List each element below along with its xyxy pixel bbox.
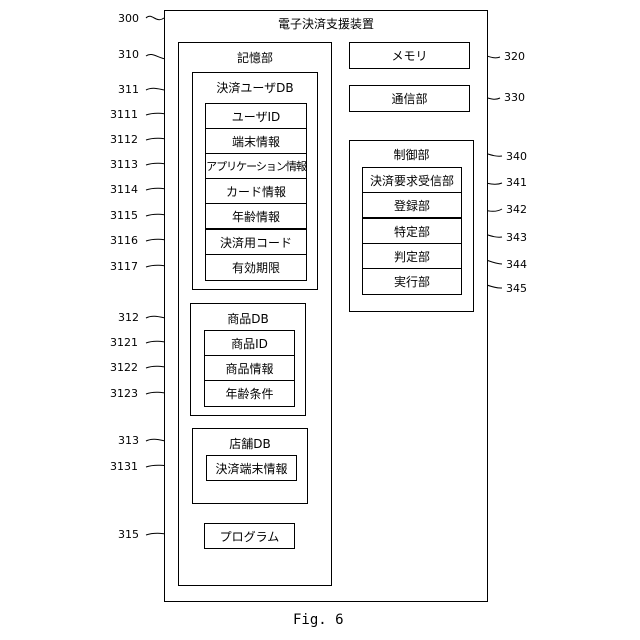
device-title: 電子決済支援装置 [164, 15, 488, 32]
ref-3131: 3131 [110, 460, 138, 473]
payment-request-receiver-cell: 決済要求受信部 [362, 167, 462, 193]
expiry-cell: 有効期限 [205, 254, 307, 281]
ref-315: 315 [118, 528, 139, 541]
ref-3111: 3111 [110, 108, 138, 121]
ref-343: 343 [506, 231, 527, 244]
ref-320: 320 [504, 50, 525, 63]
card-info-cell: カード情報 [205, 178, 307, 204]
determination-unit-cell: 判定部 [362, 243, 462, 269]
identification-unit-cell: 特定部 [362, 218, 462, 244]
terminal-info-cell: 端末情報 [205, 128, 307, 154]
ref-340: 340 [506, 150, 527, 163]
ref-3117: 3117 [110, 260, 138, 273]
ref-3123: 3123 [110, 387, 138, 400]
ref-3113: 3113 [110, 158, 138, 171]
ref-330: 330 [504, 91, 525, 104]
ref-3116: 3116 [110, 234, 138, 247]
ref-300: 300 [118, 12, 139, 25]
ref-344: 344 [506, 258, 527, 271]
age-condition-cell: 年齢条件 [204, 380, 295, 407]
execution-unit-cell: 実行部 [362, 268, 462, 295]
ref-3112: 3112 [110, 133, 138, 146]
product-id-cell: 商品ID [204, 330, 295, 356]
program-cell: プログラム [204, 523, 295, 549]
user-db-title: 決済ユーザDB [192, 79, 318, 96]
control-title: 制御部 [349, 146, 474, 163]
ref-3115: 3115 [110, 209, 138, 222]
leader-300 [146, 16, 164, 19]
ref-311: 311 [118, 83, 139, 96]
ref-312: 312 [118, 311, 139, 324]
storage-title: 記憶部 [178, 49, 332, 66]
product-info-cell: 商品情報 [204, 355, 295, 381]
age-info-cell: 年齢情報 [205, 203, 307, 229]
ref-3121: 3121 [110, 336, 138, 349]
registration-unit-cell: 登録部 [362, 192, 462, 218]
ref-3114: 3114 [110, 183, 138, 196]
ref-313: 313 [118, 434, 139, 447]
payment-code-cell: 決済用コード [205, 229, 307, 255]
payment-terminal-info-cell: 決済端末情報 [206, 455, 297, 481]
ref-310: 310 [118, 48, 139, 61]
ref-342: 342 [506, 203, 527, 216]
user-id-cell: ユーザID [205, 103, 307, 129]
product-db-title: 商品DB [190, 310, 306, 327]
figure-label: Fig. 6 [293, 612, 344, 628]
ref-341: 341 [506, 176, 527, 189]
ref-3122: 3122 [110, 361, 138, 374]
ref-345: 345 [506, 282, 527, 295]
application-info-cell: アプリケーション情報 [205, 153, 307, 179]
memory-box: メモリ [349, 42, 470, 69]
comm-box: 通信部 [349, 85, 470, 112]
store-db-title: 店舗DB [192, 435, 308, 452]
